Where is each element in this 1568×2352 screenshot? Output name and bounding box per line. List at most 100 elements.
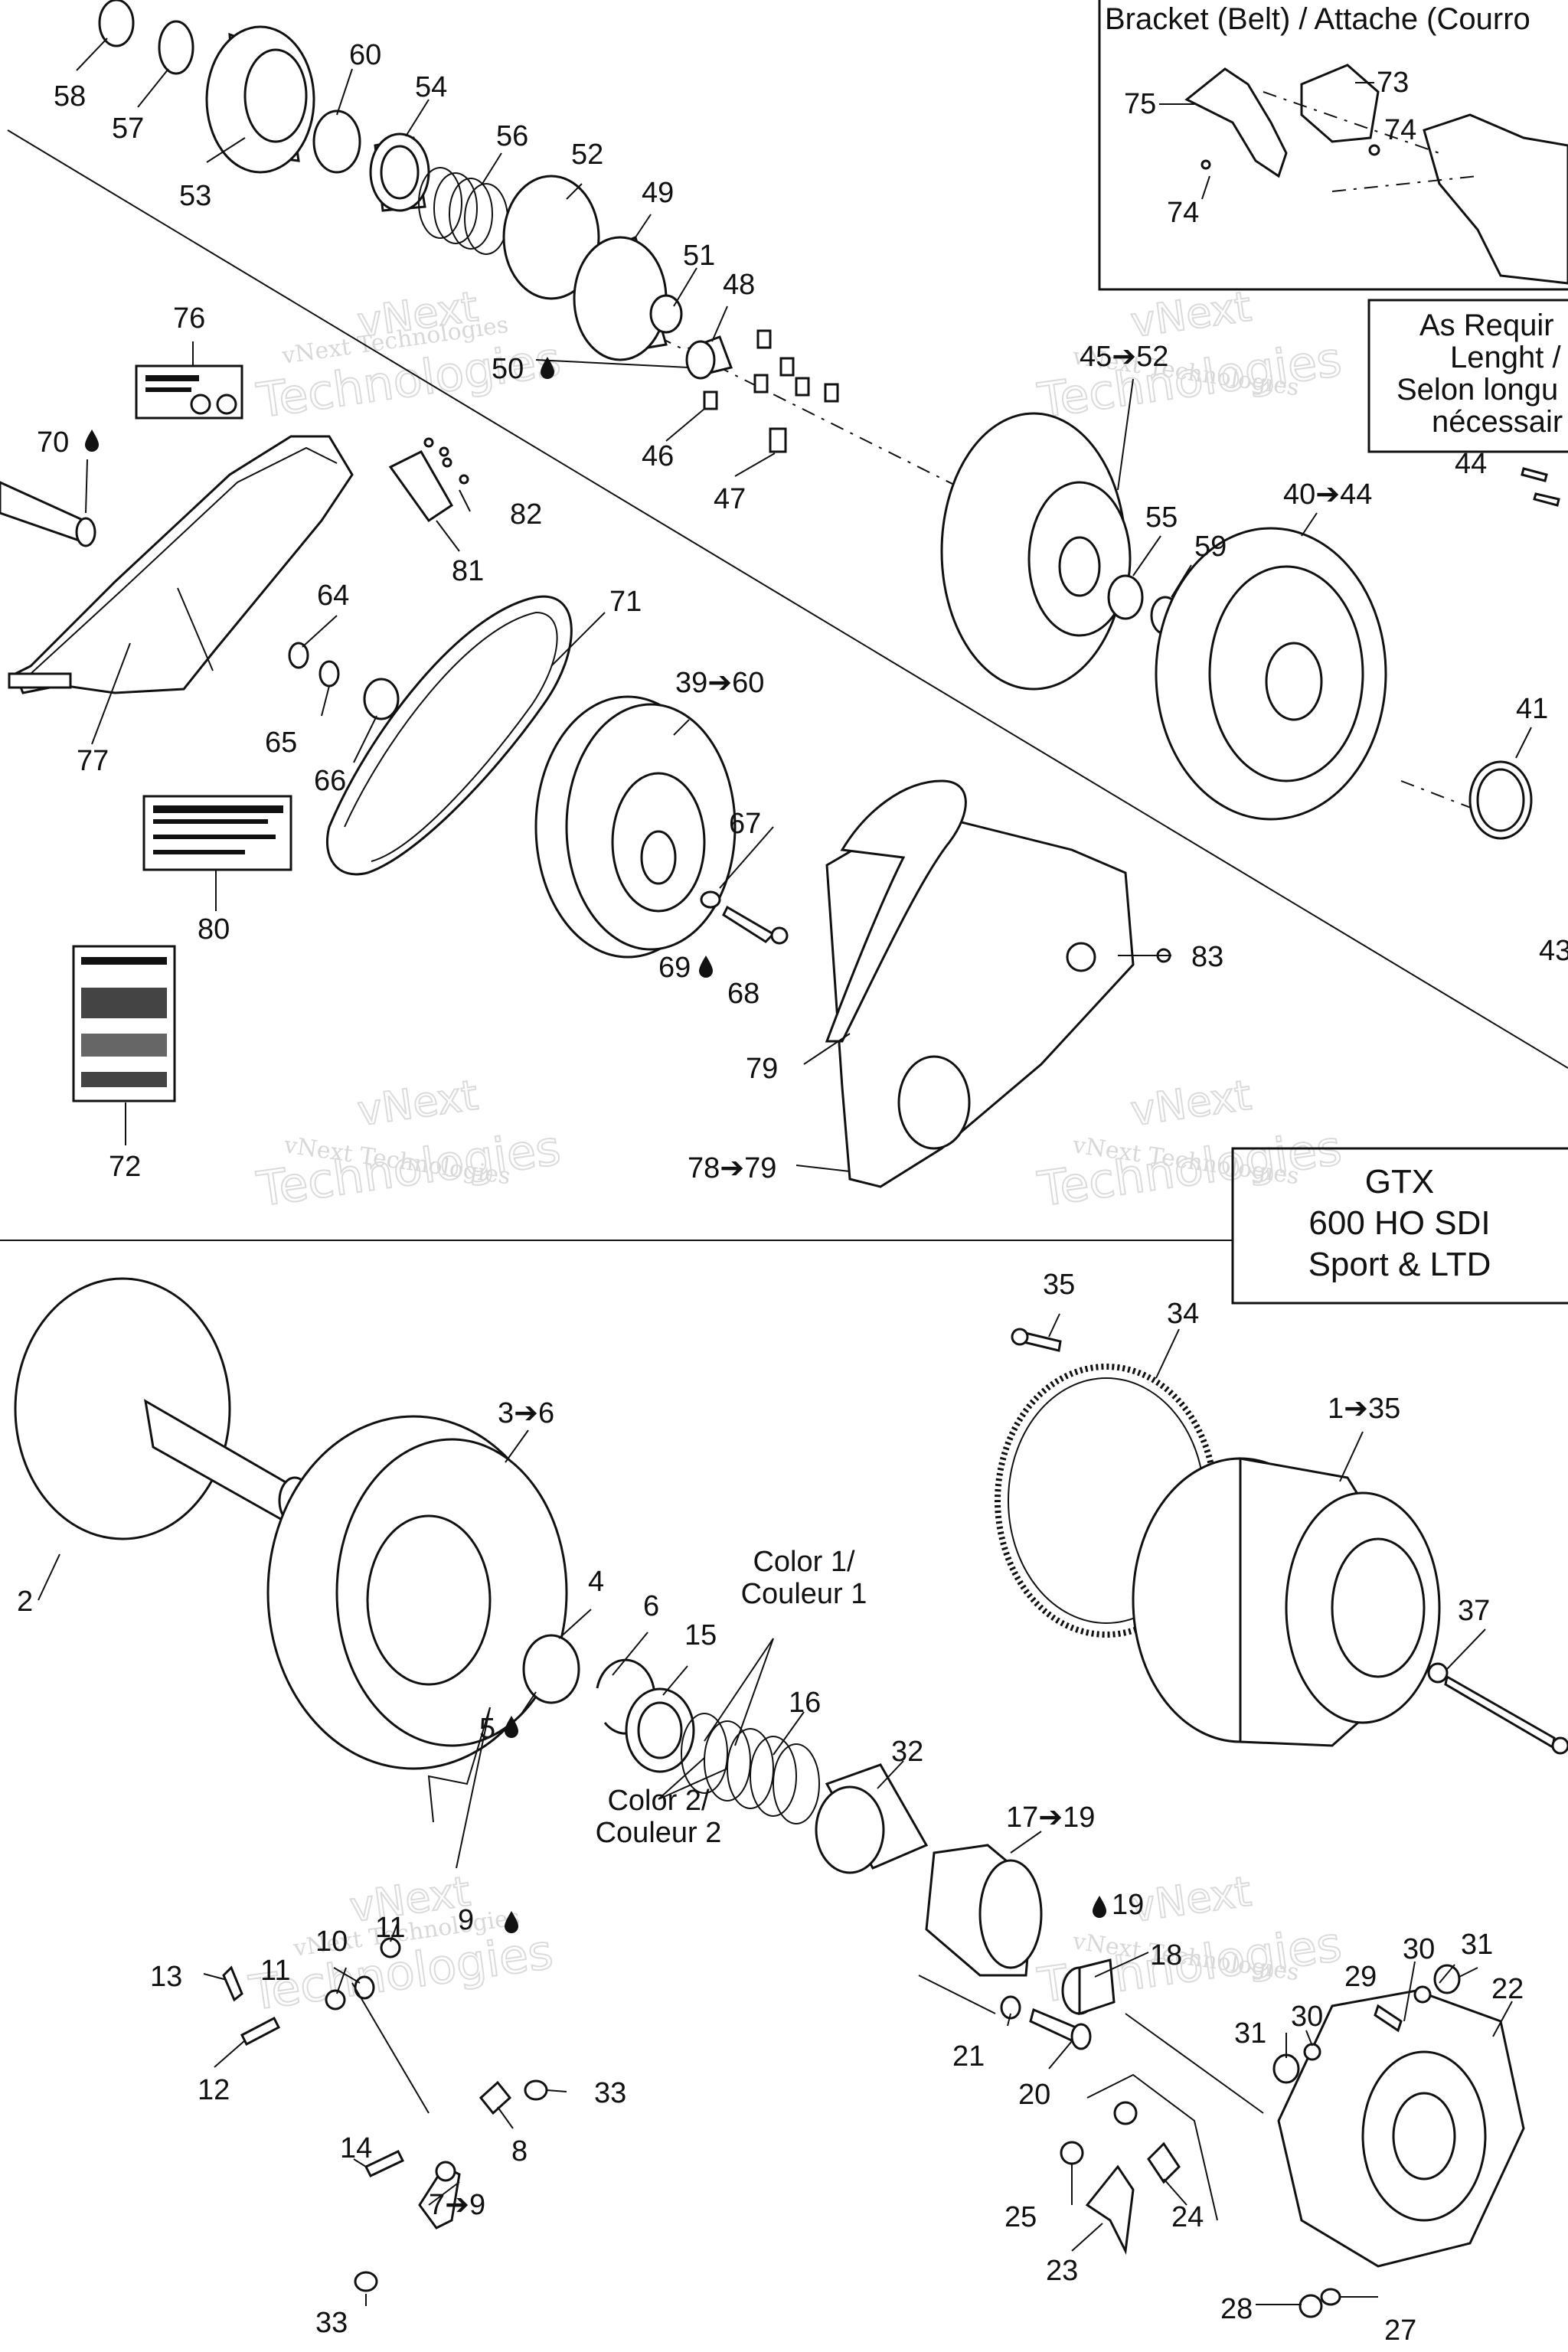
callout-color1-line2: Couleur 1 <box>741 1578 867 1610</box>
callout-11b: 11 <box>260 1955 290 1987</box>
driven-pulley-axis <box>658 336 965 491</box>
callout-16: 16 <box>789 1687 821 1719</box>
leader-lines <box>38 38 1532 2306</box>
part-23-lever <box>1085 2164 1135 2256</box>
part-64-washer <box>288 642 309 669</box>
part-77-belt-guard <box>8 435 354 694</box>
part-23-assembly-bracket <box>1086 2073 1218 2221</box>
callout-14: 14 <box>340 2132 372 2164</box>
svg-text:vNext: vNext <box>1128 1867 1254 1932</box>
callout-56: 56 <box>496 120 528 152</box>
callout-8: 8 <box>511 2135 528 2167</box>
model-box: GTX 600 HO SDI Sport & LTD <box>1231 1147 1568 1305</box>
part-39-drive-pulley <box>534 695 737 959</box>
as-required-box: As Requir Lenght / Selon longu nécessair <box>1367 299 1568 453</box>
part-66-washer <box>363 678 400 720</box>
callout-78-79: 78➔79 <box>688 1152 776 1184</box>
callout-43: 43 <box>1539 935 1568 967</box>
svg-text:vNext: vNext <box>1128 283 1254 347</box>
callout-labels: 58 57 53 60 54 56 52 49 51 48 50 46 47 7… <box>17 39 1568 2347</box>
callout-77: 77 <box>77 745 109 777</box>
part-14-pin <box>364 2150 405 2177</box>
lubricant-drop-69 <box>699 956 713 978</box>
callout-37: 37 <box>1458 1595 1490 1627</box>
part-8-pin <box>479 2080 512 2115</box>
callout-48: 48 <box>723 269 755 301</box>
as-required-line-4: nécessair <box>1432 405 1563 439</box>
callout-22: 22 <box>1491 1973 1524 2005</box>
part-21-washer <box>1000 1995 1021 2020</box>
callout-29: 29 <box>1344 1961 1377 1993</box>
callout-31a: 31 <box>1461 1929 1493 1961</box>
bracket-title: Bracket (Belt) / Attache (Courro <box>1105 2 1530 36</box>
watermark-4: vNext Technologies vNext Technologies <box>1034 1070 1346 1218</box>
part-55-washer <box>1107 574 1144 620</box>
part-70-shaft <box>0 481 96 547</box>
callout-66: 66 <box>314 765 346 797</box>
part-31-nut-b <box>1272 2053 1300 2084</box>
callout-25: 25 <box>1004 2201 1037 2233</box>
callout-83: 83 <box>1191 941 1223 973</box>
callout-54: 54 <box>415 71 447 103</box>
callout-74b: 74 <box>1167 197 1199 229</box>
part-30-washer-a <box>1413 1985 1432 2004</box>
part-22-cover <box>1277 1989 1525 2268</box>
watermark-5: vNext Technologies vNext Technologies <box>245 1867 557 2022</box>
part-4-bushing <box>522 1634 580 1704</box>
part-13-screw <box>222 1965 243 2002</box>
callout-70: 70 <box>37 426 69 459</box>
part-71-drive-belt <box>325 595 573 876</box>
callout-53: 53 <box>179 180 211 212</box>
part-30-washer-b <box>1303 2043 1321 2061</box>
callout-4: 4 <box>588 1566 604 1598</box>
callout-3-6: 3➔6 <box>498 1397 554 1429</box>
part-24-pin <box>1147 2141 1181 2184</box>
callout-52: 52 <box>571 139 603 171</box>
part-3-movable-sheave <box>266 1415 568 1770</box>
part-37-bolt <box>1427 1662 1568 1755</box>
callout-13: 13 <box>150 1961 182 1993</box>
callout-64: 64 <box>317 580 349 612</box>
part-47-screw <box>769 427 787 453</box>
part-33-nut-a <box>524 2079 548 2101</box>
callout-44: 44 <box>1455 448 1487 480</box>
upper-assembly-axis <box>7 129 1568 1069</box>
callout-20: 20 <box>1018 2079 1050 2111</box>
part-35-screw <box>1011 1328 1062 1352</box>
callout-6: 6 <box>643 1590 659 1622</box>
callout-39-60: 39➔60 <box>675 667 764 699</box>
part-46-screws <box>703 329 839 410</box>
part-49-sleeve <box>573 235 668 361</box>
callout-68: 68 <box>727 978 760 1010</box>
callout-28: 28 <box>1220 2293 1253 2325</box>
callout-40-44: 40➔44 <box>1283 479 1372 511</box>
lubricant-drop-70 <box>85 430 99 452</box>
part-67-washer <box>700 890 721 909</box>
callout-50: 50 <box>492 353 524 385</box>
callout-34: 34 <box>1167 1298 1199 1330</box>
callout-69: 69 <box>658 952 691 984</box>
callout-74a: 74 <box>1384 114 1416 146</box>
part-11-washer-a <box>325 1989 346 2011</box>
model-line-1: GTX <box>1365 1163 1434 1200</box>
callout-27: 27 <box>1384 2314 1416 2347</box>
part-10-roller <box>354 1975 375 2000</box>
part-65-washer <box>318 660 340 688</box>
part-51-ring <box>649 294 683 334</box>
part-20-screw <box>1029 2007 1092 2050</box>
part-78-cover <box>825 810 1135 1188</box>
part-11-washer-b <box>380 1937 401 1958</box>
part-41-clip <box>1468 760 1533 840</box>
model-line-3: Sport & LTD <box>1308 1246 1491 1283</box>
part-80-label <box>142 795 292 871</box>
callout-51: 51 <box>683 240 715 272</box>
callout-9: 9 <box>458 1904 474 1936</box>
part-25-screw <box>1060 2101 1138 2165</box>
part-31-nut-a <box>1433 1964 1461 1994</box>
part-57-washer <box>158 20 194 75</box>
callout-59: 59 <box>1194 531 1227 563</box>
part-72-label <box>72 945 176 1102</box>
callout-7-9: 7➔9 <box>429 2189 485 2221</box>
callout-47: 47 <box>714 483 746 515</box>
callout-18: 18 <box>1150 1939 1182 1971</box>
